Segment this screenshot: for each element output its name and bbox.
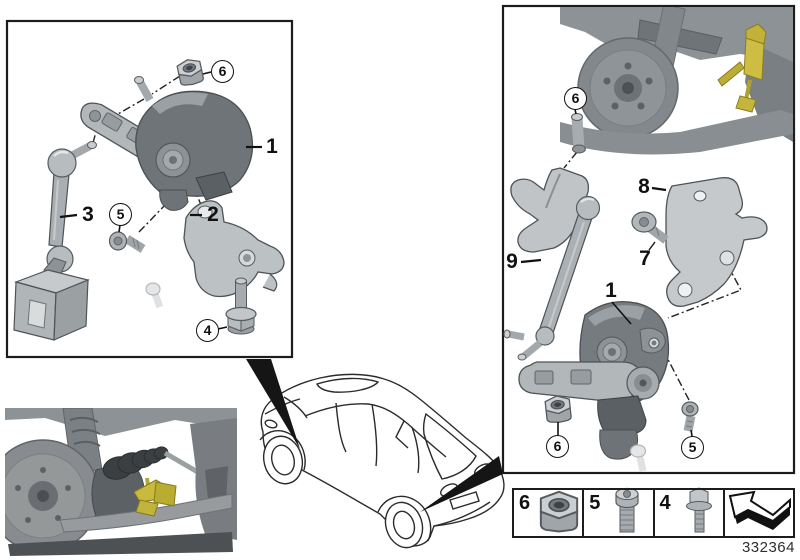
torx-screw-rear [681,401,699,432]
legend-cell-nut: 6 [514,490,585,536]
rear-sensor-exploded-view [501,4,796,475]
car-outline-drawing [259,373,505,549]
callout-rear-sensor: 1 [605,279,617,302]
legend-cell-direction-arrow [725,490,793,536]
ghost-screw-front [145,282,164,309]
rear-box-frame [501,4,796,475]
steering-boot [102,446,169,480]
height-sensor-rear [518,301,670,460]
torx-screw-icon [615,487,639,533]
front-box-frame [5,19,294,359]
callout-rear-stud: 6 [564,87,587,110]
arrow-to-front-axle [246,359,300,449]
linkage-rod-rear [503,195,601,361]
flange-bolt-icon [686,487,712,533]
hook-bracket-rear [510,167,590,253]
callout-rear-bracket: 8 [638,175,650,198]
callout-rear-rod: 9 [506,250,518,273]
callout-front-bolt: 4 [196,319,219,342]
legend-cell-bolt: 4 [655,490,725,536]
legend-label-screw: 5 [589,492,601,514]
rear-axle-photo [560,7,793,155]
sensor-bracket-rear [665,177,768,307]
callout-front-bracket: 2 [207,203,219,226]
hex-nut-front [175,56,205,88]
hex-nut-rear [544,394,573,425]
callout-front-nut: 6 [211,60,234,83]
ghost-screw-rear [629,444,647,472]
callout-front-screw: 5 [109,203,132,226]
callout-front-rod: 3 [82,203,94,226]
pan-screw-rear [631,211,669,251]
legend-label-nut: 6 [519,492,531,514]
flange-bolt-front [225,277,257,335]
direction-arrow-icon [728,490,791,530]
clamp-bracket-front [13,257,90,341]
leader-lines-rear [520,108,693,437]
front-sensor-highlight [133,477,177,517]
leader-lines-front [59,71,262,330]
sensor-bracket-front [183,200,285,298]
torx-screw-front [108,231,146,253]
callout-rear-screw: 5 [681,436,704,459]
front-sensor-exploded-view [5,19,294,359]
callout-rear-pan-screw: 7 [639,247,651,270]
diagram-number: 332364 [741,539,795,556]
stud-bolt-rear [571,113,586,154]
rear-sensor-highlight [717,23,767,113]
height-sensor-front [80,76,254,211]
callout-rear-nut: 6 [546,435,569,458]
fastener-legend-strip: 6 5 4 [512,488,795,538]
arrow-to-rear-axle [420,456,503,512]
legend-cell-screw: 5 [584,490,655,536]
front-axle-photo [5,408,237,556]
callout-front-sensor: 1 [266,135,278,158]
legend-label-bolt: 4 [659,492,671,514]
